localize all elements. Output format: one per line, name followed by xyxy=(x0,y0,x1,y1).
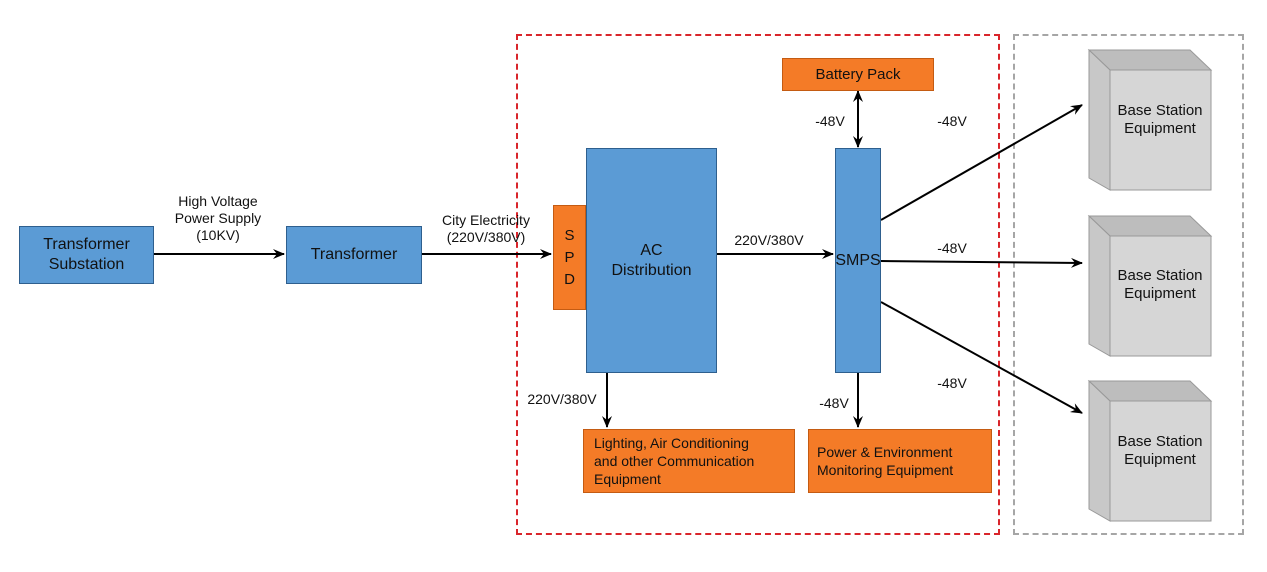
battery-pack-box: Battery Pack xyxy=(782,58,934,91)
base-station-label-1: Base Station Equipment xyxy=(1117,102,1203,137)
city-electricity-label: City Electricity (220V/380V) xyxy=(442,212,530,245)
base-station-cabinet-2 xyxy=(1087,214,1213,357)
arrow-smps-to-bs2 xyxy=(880,257,1083,268)
transformer-box: Transformer xyxy=(286,226,422,284)
spd-box: S P D xyxy=(553,205,586,310)
smps-to-bs1-label: -48V xyxy=(937,113,967,129)
transformer-substation-box: Transformer Substation xyxy=(19,226,154,284)
base-station-label-2: Base Station Equipment xyxy=(1117,267,1203,302)
smps-to-bs2-label: -48V xyxy=(937,240,967,256)
spd-letter-s: S xyxy=(564,226,575,244)
lighting-equipment-box: Lighting, Air Conditioning and other Com… xyxy=(583,429,795,493)
battery-to-smps-label: -48V xyxy=(815,113,845,129)
spd-letter-p: P xyxy=(564,248,575,266)
ac-distribution-box: AC Distribution xyxy=(586,148,717,373)
ac-to-lighting-label: 220V/380V xyxy=(527,391,597,407)
base-station-label-3: Base Station Equipment xyxy=(1117,433,1203,468)
monitoring-equipment-box: Power & Environment Monitoring Equipment xyxy=(808,429,992,493)
base-station-cabinet-3 xyxy=(1087,379,1213,522)
base-station-frame xyxy=(1013,34,1244,535)
smps-to-bs3-label: -48V xyxy=(937,375,967,391)
ac-to-smps-label: 220V/380V xyxy=(734,232,804,248)
high-voltage-label: High Voltage Power Supply (10KV) xyxy=(174,193,262,243)
arrow-smps-to-bs1 xyxy=(880,104,1083,221)
arrow-smps-to-bs3 xyxy=(880,301,1083,414)
smps-box: SMPS xyxy=(835,148,881,373)
base-station-cabinet-1 xyxy=(1087,48,1213,191)
smps-to-monitoring-label: -48V xyxy=(819,395,849,411)
power-room-frame xyxy=(516,34,1000,535)
spd-letter-d: D xyxy=(564,270,575,288)
